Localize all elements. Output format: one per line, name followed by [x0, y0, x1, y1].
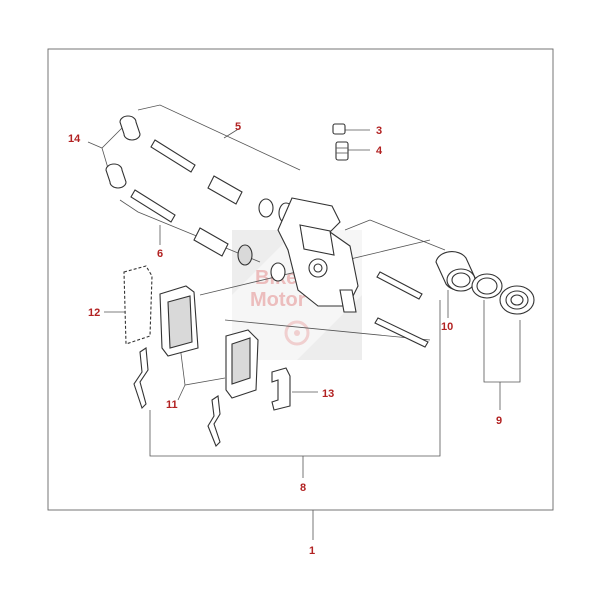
callout-10: 10	[441, 321, 453, 333]
callout-13: 13	[322, 388, 334, 400]
piston-seals	[471, 273, 535, 315]
assembly-frame	[47, 48, 554, 511]
brake-pads	[159, 285, 259, 399]
bleeder-screw	[332, 123, 349, 161]
callout-5: 5	[235, 121, 241, 133]
callout-1: 1	[309, 545, 315, 557]
pad-pins	[374, 271, 429, 348]
callout-12: 12	[88, 307, 100, 319]
anti-rattle-clip	[271, 367, 291, 411]
callout-11: 11	[166, 399, 178, 411]
pad-springs	[133, 347, 221, 447]
callout-9: 9	[496, 415, 502, 427]
callout-8: 8	[300, 482, 306, 494]
lower-slide-pin	[105, 163, 286, 282]
callout-3: 3	[376, 125, 382, 137]
callout-6: 6	[157, 248, 163, 260]
pad-shim	[123, 265, 153, 345]
caliper-piston	[435, 251, 477, 292]
callout-4: 4	[376, 145, 383, 157]
callout-14: 14	[68, 133, 81, 145]
caliper-body	[277, 197, 359, 313]
watermark-text-line2: Motor	[250, 289, 306, 311]
